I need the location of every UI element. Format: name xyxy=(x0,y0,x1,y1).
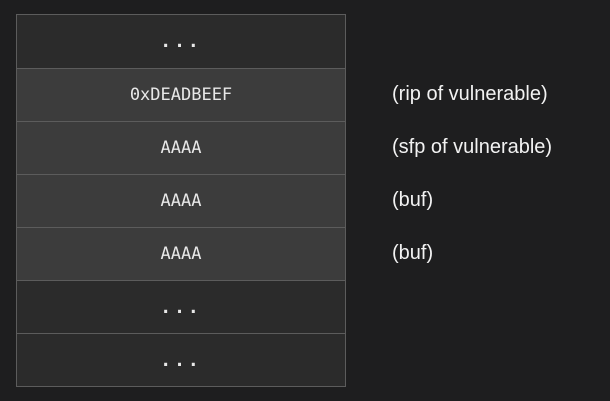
stack-cell-ellipsis: ... xyxy=(17,333,345,386)
stack-cell: AAAA xyxy=(17,121,345,174)
stack-cell-label: (rip of vulnerable) xyxy=(392,82,548,105)
stack-cell-label: (buf) xyxy=(392,241,434,264)
stack-cell: 0xDEADBEEF xyxy=(17,68,345,121)
stack-cell: AAAA xyxy=(17,227,345,280)
stack-cell: AAAA xyxy=(17,174,345,227)
stack-cell-ellipsis: ... xyxy=(17,280,345,333)
stack-cell-ellipsis: ... xyxy=(17,15,345,68)
stack-cell-label: (buf) xyxy=(392,188,434,211)
stack-cell-label: (sfp of vulnerable) xyxy=(392,135,553,158)
